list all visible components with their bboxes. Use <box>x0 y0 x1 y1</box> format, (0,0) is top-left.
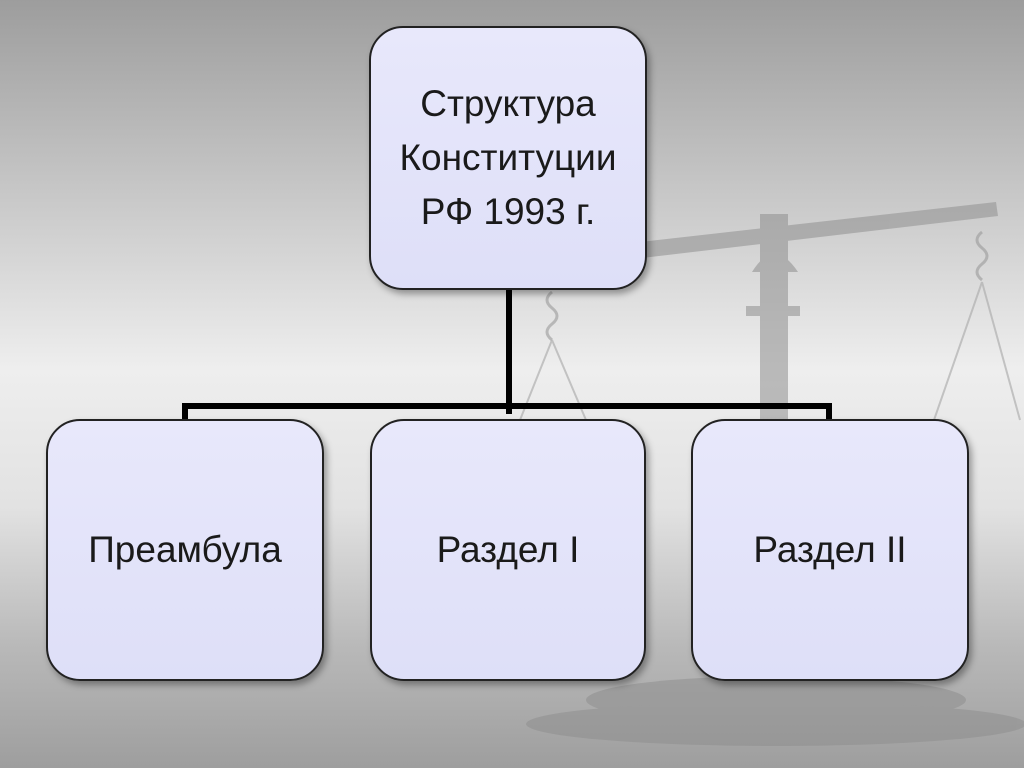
connector-trunk <box>506 290 512 414</box>
connector-bus <box>182 403 832 409</box>
child-node-section-1: Раздел I <box>370 419 646 681</box>
connector-left-drop <box>182 403 188 420</box>
child-node-label: Преамбула <box>88 529 282 570</box>
child-node-section-2: Раздел II <box>691 419 969 681</box>
child-node-preamble: Преамбула <box>46 419 324 681</box>
child-node-label: Раздел I <box>436 529 580 570</box>
root-node-label: Структура Конституции РФ 1993 г. <box>399 83 617 232</box>
root-node: Структура Конституции РФ 1993 г. <box>369 26 647 290</box>
child-node-label: Раздел II <box>753 529 907 570</box>
connector-right-drop <box>826 403 832 420</box>
